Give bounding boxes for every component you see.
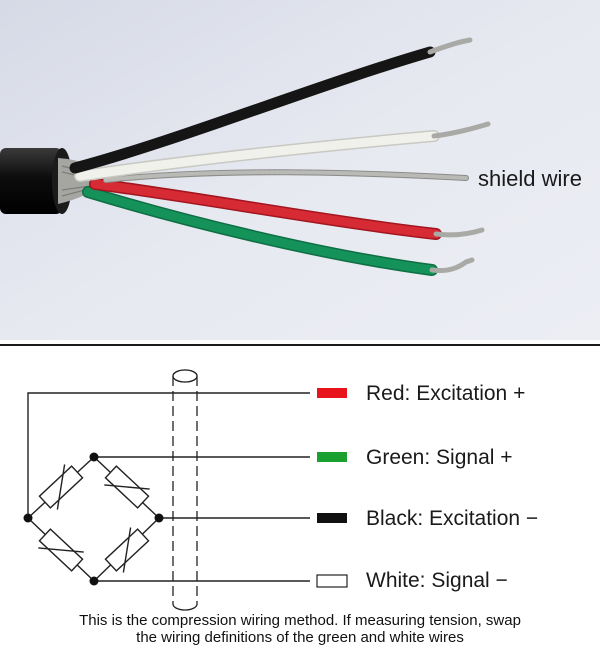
- node-top: [89, 452, 99, 462]
- caption-line-1: This is the compression wiring method. I…: [79, 612, 521, 629]
- cable-photo-graphic: [0, 0, 600, 340]
- wire-black-strands: [427, 37, 473, 55]
- caption: This is the compression wiring method. I…: [0, 612, 600, 646]
- legend-label-green: Green: Signal +: [366, 446, 513, 469]
- wire-white-insulation: [75, 131, 439, 181]
- wire-red-insulation: [90, 179, 441, 239]
- shield-wire-label: shield wire: [478, 166, 582, 191]
- resistor-top-right: [104, 465, 150, 509]
- wire-black: [69, 37, 473, 174]
- wire-shield: [103, 169, 469, 183]
- resistor-top-left: [38, 464, 84, 510]
- legend-label-red: Red: Excitation +: [366, 382, 526, 405]
- section-divider: [0, 344, 600, 346]
- wire-red: [89, 178, 485, 240]
- shield-cylinder: [172, 369, 198, 611]
- node-right: [154, 513, 164, 523]
- wire-red-strands: [433, 227, 485, 238]
- bridge-resistors: [38, 464, 150, 573]
- cable-photo: shield wire: [0, 0, 600, 340]
- bridge-outline: [26, 456, 161, 582]
- wire-green-strands: [429, 257, 475, 273]
- swatch-white: [316, 574, 348, 588]
- node-bottom: [89, 576, 99, 586]
- wire-green: [82, 186, 475, 276]
- wire-green-insulation: [83, 187, 437, 275]
- wire-black-insulation: [69, 46, 436, 174]
- swatch-black: [317, 513, 347, 523]
- wire-line-red: [27, 392, 310, 518]
- swatch-green: [317, 452, 347, 462]
- resistor-bottom-left: [38, 528, 84, 572]
- wiring-diagram: Red: Excitation + Green: Signal + Black:…: [0, 346, 600, 661]
- legend-label-black: Black: Excitation −: [366, 507, 539, 530]
- legend-label-white: White: Signal −: [366, 569, 508, 592]
- swatch-red: [317, 388, 347, 398]
- wire-white: [74, 121, 491, 182]
- wire-shield-braid: [104, 170, 468, 182]
- node-left: [23, 513, 33, 523]
- resistor-bottom-right: [104, 527, 150, 573]
- wire-white-strands: [431, 121, 491, 139]
- wiring-diagram-graphic: [23, 369, 348, 611]
- caption-line-2: the wiring definitions of the green and …: [136, 629, 464, 646]
